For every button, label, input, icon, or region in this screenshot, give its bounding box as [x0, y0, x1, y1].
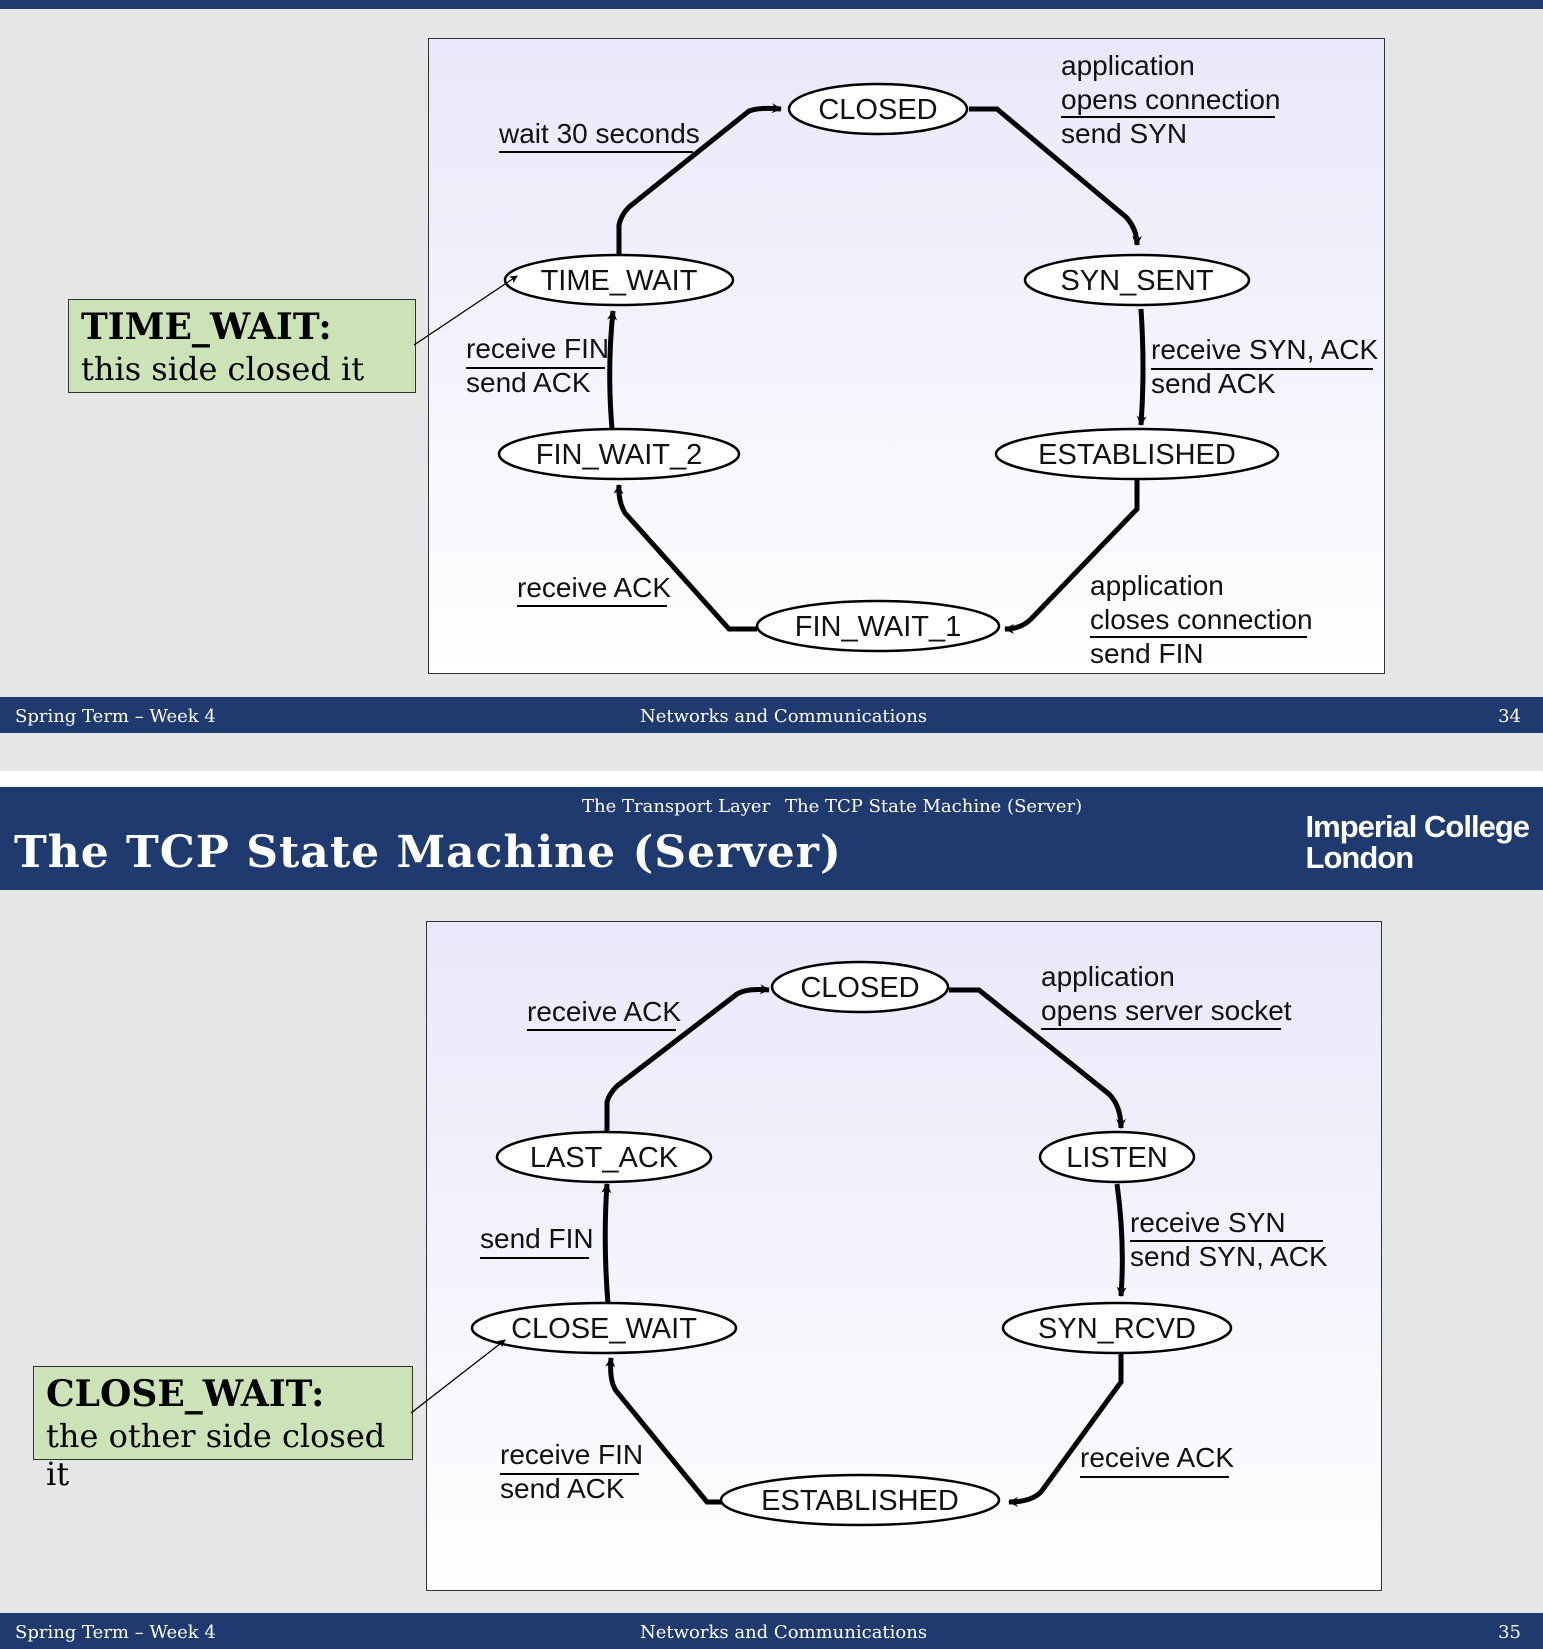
breadcrumb-section[interactable]: The Transport Layer	[582, 796, 771, 817]
label-line: receive SYN, ACK	[1151, 334, 1379, 365]
callout-pointer	[413, 275, 518, 346]
edge-close-wait-to-last-ack	[601, 1183, 612, 1305]
close-wait-callout: CLOSE_WAIT: the other side closed it	[33, 1366, 413, 1493]
state-label: ESTABLISHED	[761, 1485, 959, 1517]
label-line: receive ACK	[517, 572, 671, 603]
state-last-ack: LAST_ACK	[495, 1130, 713, 1184]
callout-heading: TIME_WAIT:	[81, 306, 332, 348]
label-listen-to-syn-rcvd: receive SYN send SYN, ACK	[1130, 1207, 1328, 1272]
logo-line: London	[1305, 840, 1415, 875]
edge-closed-to-syn-sent	[969, 106, 1142, 246]
label-close-wait-to-last-ack: send FIN	[480, 1223, 594, 1259]
state-label: CLOSED	[818, 94, 937, 126]
edge-closed-to-listen	[949, 987, 1126, 1129]
state-syn-sent: SYN_SENT	[1023, 253, 1251, 307]
state-closed: CLOSED	[787, 82, 969, 136]
label-line: send ACK	[466, 367, 591, 398]
callout-body: this side closed it	[81, 350, 365, 388]
state-time-wait: TIME_WAIT	[503, 253, 735, 307]
footer: Spring Term – Week 4 Networks and Commun…	[0, 697, 1543, 733]
time-wait-callout: TIME_WAIT: this side closed it	[68, 299, 416, 393]
label-line: send ACK	[1151, 368, 1276, 399]
logo-line: Imperial College	[1305, 809, 1530, 844]
footer-course: Networks and Communications	[640, 706, 928, 727]
edge-fin-wait-2-to-time-wait	[607, 310, 618, 430]
server-state-diagram: CLOSED LISTEN SYN_RCVD ESTABLISHED CLOSE…	[426, 921, 1382, 1591]
label-fin-wait-1-to-fin-wait-2: receive ACK	[517, 572, 671, 607]
state-label: CLOSE_WAIT	[511, 1313, 697, 1345]
page-title: The TCP State Machine (Server)	[14, 827, 842, 878]
edge-established-to-fin-wait-1	[1004, 479, 1140, 634]
edge-fin-wait-1-to-fin-wait-2	[613, 484, 757, 632]
edge-established-to-close-wait	[605, 1357, 737, 1505]
breadcrumb-subsection[interactable]: The TCP State Machine (Server)	[785, 796, 1083, 817]
state-label: CLOSED	[800, 972, 919, 1004]
label-line: send SYN	[1061, 118, 1187, 149]
state-established: ESTABLISHED	[994, 427, 1280, 481]
state-closed: CLOSED	[770, 960, 950, 1014]
label-line: closes connection	[1090, 604, 1313, 635]
edge-last-ack-to-closed	[604, 984, 770, 1132]
label-line: receive FIN	[466, 333, 609, 364]
slide-header: The Transport Layer The TCP State Machin…	[0, 787, 1543, 890]
state-syn-rcvd: SYN_RCVD	[1001, 1301, 1233, 1355]
label-line: wait 30 seconds	[498, 118, 700, 149]
imperial-college-logo: Imperial College London	[1305, 809, 1530, 875]
client-state-diagram: CLOSED SYN_SENT ESTABLISHED FIN_WAIT_1 F…	[428, 38, 1385, 674]
slide-34: TIME_WAIT: this side closed it CLOSED	[0, 0, 1543, 773]
label-established-to-fin-wait-1: application closes connection send FIN	[1090, 570, 1313, 669]
label-fin-wait-2-to-time-wait: receive FIN send ACK	[466, 333, 609, 398]
edge-time-wait-to-closed	[616, 103, 782, 255]
state-fin-wait-2: FIN_WAIT_2	[497, 427, 741, 481]
footer-course: Networks and Communications	[640, 1622, 928, 1643]
state-established: ESTABLISHED	[719, 1473, 1001, 1527]
state-listen: LISTEN	[1038, 1130, 1196, 1184]
edge-syn-rcvd-to-established	[1008, 1352, 1124, 1507]
footer-term: Spring Term – Week 4	[15, 706, 216, 727]
label-line: application	[1090, 570, 1224, 601]
label-established-to-close-wait: receive FIN send ACK	[500, 1439, 643, 1504]
label-line: send SYN, ACK	[1130, 1241, 1328, 1272]
callout-heading: CLOSE_WAIT:	[46, 1373, 325, 1415]
label-line: receive FIN	[500, 1439, 643, 1470]
state-label: FIN_WAIT_2	[536, 439, 703, 471]
edge-listen-to-syn-rcvd	[1114, 1183, 1127, 1297]
label-line: send FIN	[1090, 638, 1204, 669]
state-label: LISTEN	[1066, 1142, 1168, 1174]
label-line: opens connection	[1061, 84, 1281, 115]
label-line: application	[1041, 961, 1175, 992]
footer: Spring Term – Week 4 Networks and Commun…	[0, 1613, 1543, 1649]
label-syn-rcvd-to-established: receive ACK	[1080, 1442, 1234, 1478]
label-line: receive ACK	[527, 996, 681, 1027]
label-line: send ACK	[500, 1473, 625, 1504]
state-label: FIN_WAIT_1	[795, 611, 962, 643]
callout-body: the other side closed it	[46, 1417, 386, 1493]
label-time-wait-to-closed: wait 30 seconds	[498, 118, 700, 153]
state-label: SYN_SENT	[1060, 265, 1213, 297]
page-number: 35	[1498, 1622, 1521, 1643]
state-label: LAST_ACK	[530, 1142, 679, 1174]
state-label: SYN_RCVD	[1038, 1313, 1196, 1345]
label-closed-to-listen: application opens server socket	[1041, 961, 1292, 1030]
label-line: opens server socket	[1041, 995, 1292, 1026]
state-label: ESTABLISHED	[1038, 439, 1236, 471]
label-last-ack-to-closed: receive ACK	[527, 996, 681, 1031]
label-line: application	[1061, 50, 1195, 81]
callout-pointer	[410, 1339, 506, 1414]
footer-term: Spring Term – Week 4	[15, 1622, 216, 1643]
label-line: send FIN	[480, 1223, 594, 1254]
label-syn-sent-to-established: receive SYN, ACK send ACK	[1151, 334, 1379, 399]
state-fin-wait-1: FIN_WAIT_1	[755, 599, 1001, 653]
label-line: receive SYN	[1130, 1207, 1286, 1238]
state-close-wait: CLOSE_WAIT	[470, 1301, 738, 1355]
state-label: TIME_WAIT	[541, 265, 698, 297]
page-number: 34	[1498, 706, 1521, 727]
slide-35: The Transport Layer The TCP State Machin…	[0, 787, 1543, 1649]
label-line: receive ACK	[1080, 1442, 1234, 1473]
label-closed-to-syn-sent: application opens connection send SYN	[1061, 50, 1281, 149]
edge-syn-sent-to-established	[1136, 308, 1147, 426]
top-bar	[0, 0, 1543, 9]
